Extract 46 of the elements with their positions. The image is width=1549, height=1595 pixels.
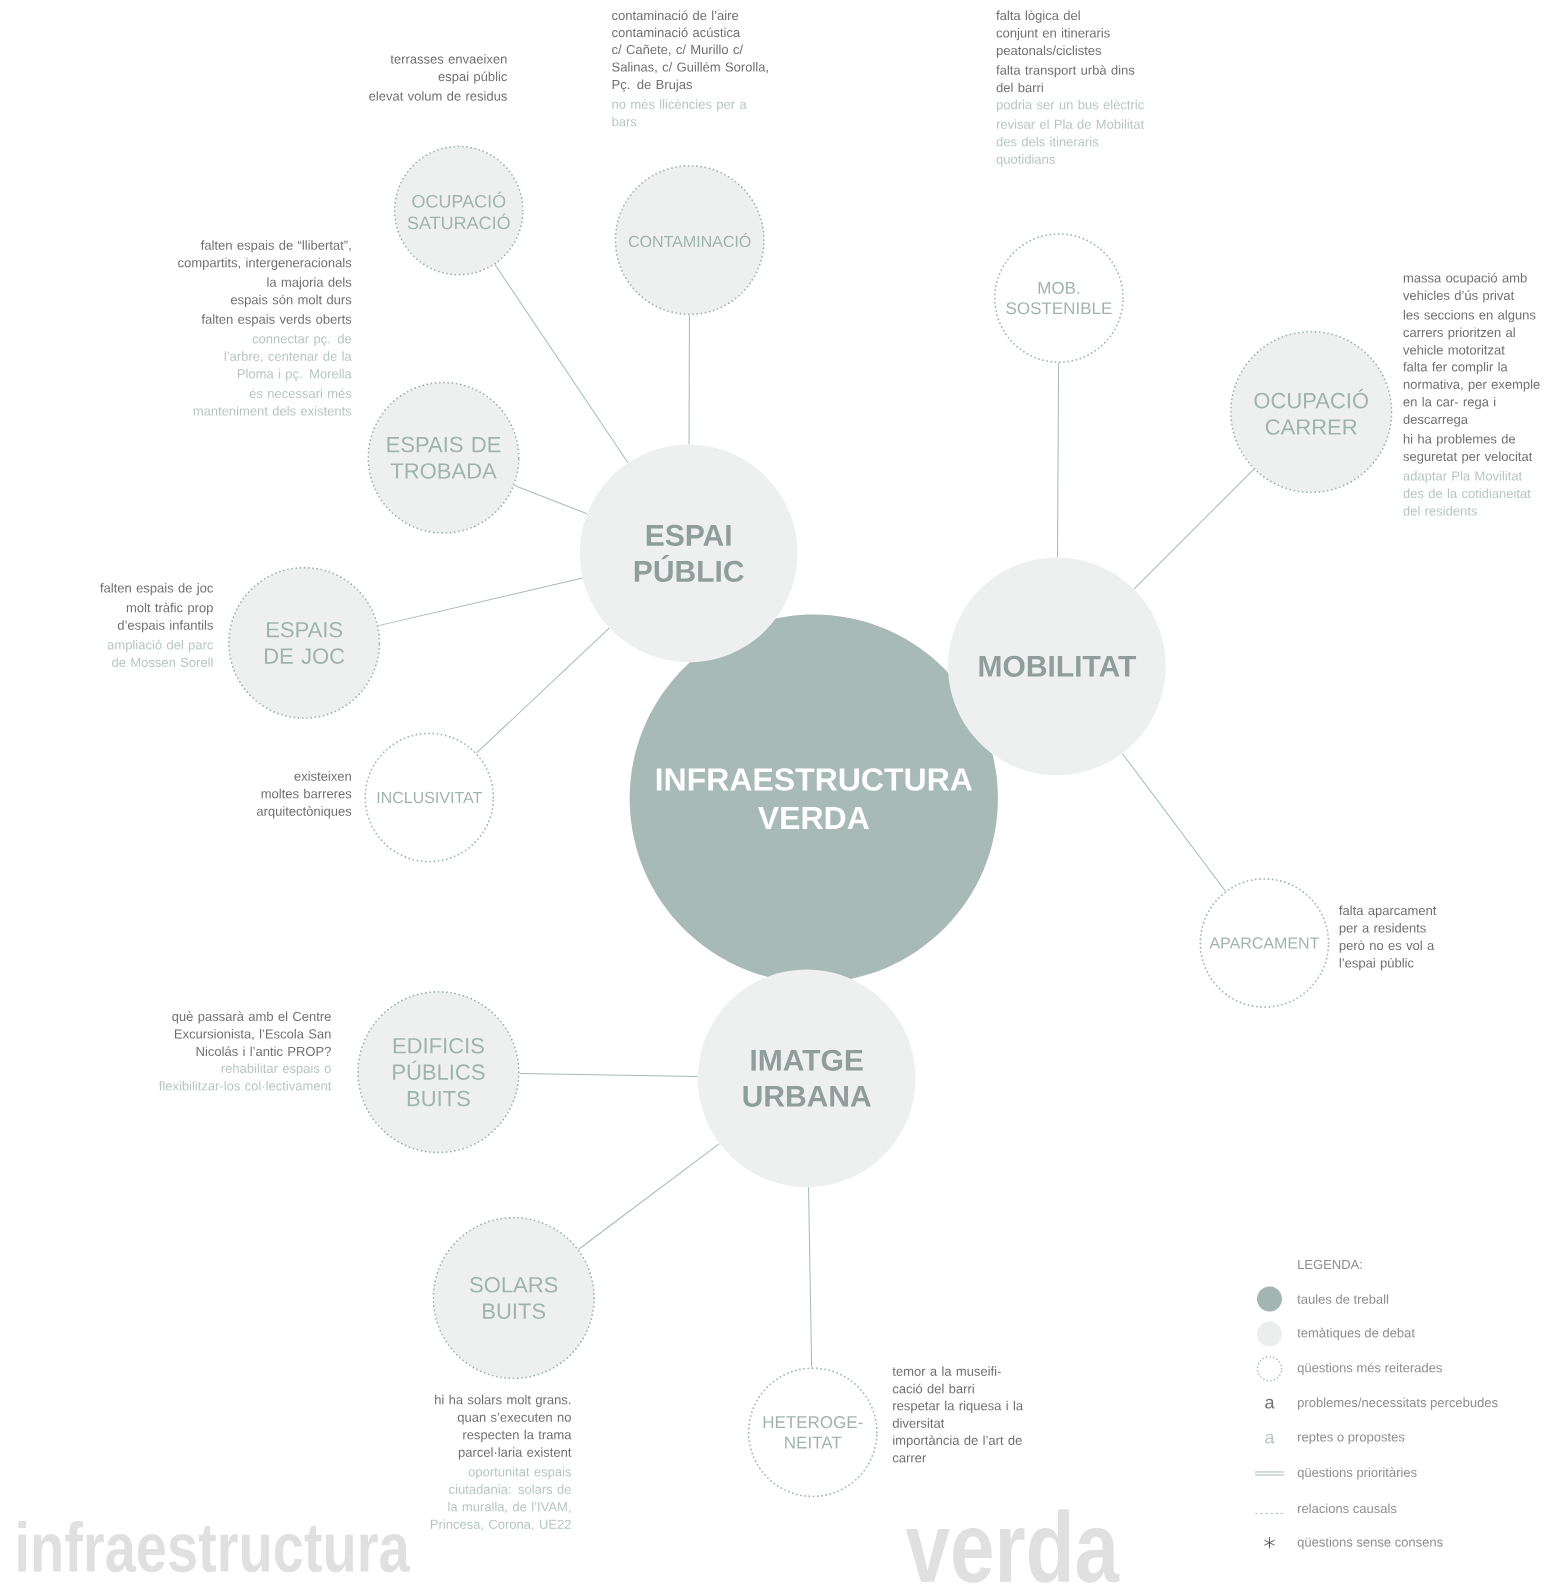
problem-note: contaminació de l’aire xyxy=(612,10,738,21)
proposal-note: podria ser un bus elèctric xyxy=(996,99,1144,112)
legend-text: taules de treball xyxy=(1297,1294,1388,1304)
legend-text: temàtiques de debat xyxy=(1297,1327,1415,1341)
legend-sample-letter: a xyxy=(1265,1398,1275,1409)
legend-title: LEGENDA: xyxy=(1298,1259,1362,1269)
problem-note: c/ Cañete, c/ Murillo c/ Salinas, c/ Guillém Sorolla, Pç. de Brujas xyxy=(612,44,768,92)
problem-note: terrasses envaeixen espai públic xyxy=(390,54,507,84)
proposal-note: oportunitat espais ciutadania: solars de la muralla, de l’IVAM, Princesa, Corona, UE22 xyxy=(430,1466,571,1531)
legend-text: qüestions més reiterades xyxy=(1297,1362,1442,1375)
problem-note: falta transport urbà dins del barri xyxy=(996,65,1135,93)
legend-text: problemes/necessitats percebudes xyxy=(1297,1397,1498,1410)
problem-note: hi ha problemes de seguretat per velocitat xyxy=(1403,433,1533,464)
legend-text: relacions causals xyxy=(1297,1503,1397,1514)
proposal-note: rehabilitar espais o flexibilitzar-los col·lectivament xyxy=(158,1063,332,1091)
connector-line xyxy=(1121,753,1226,892)
connector-line xyxy=(1133,468,1255,590)
connector-line xyxy=(513,484,588,515)
problem-note: la majoria dels espais són molt durs xyxy=(230,277,352,307)
connector-line xyxy=(578,1143,720,1250)
legend-text: qüestions prioritàries xyxy=(1297,1467,1417,1480)
problem-note: existeixen moltes barreres arquitectòniques xyxy=(256,771,352,819)
problem-note: hi ha solars molt grans. quan s’executen no respecten la trama parcel·laria existent xyxy=(434,1394,572,1460)
connector-line xyxy=(494,264,629,464)
proposal-note: és necessari més manteniment dels existents xyxy=(193,388,352,416)
connector-line xyxy=(377,577,583,627)
connector-line xyxy=(519,1073,698,1077)
problem-note: elevat volum de residus xyxy=(369,91,507,101)
proposal-note: ampliació del parc de Mossen Sorell xyxy=(107,639,213,667)
connector-line xyxy=(688,314,690,445)
connector-line xyxy=(807,1186,813,1368)
connector-line xyxy=(476,627,610,754)
problem-note: importància de l’art de carrer xyxy=(892,1435,1022,1463)
problem-note: falta aparcament per a residents però no es vol a l’espai públic xyxy=(1338,905,1437,971)
problem-note: falten espais de joc xyxy=(100,583,213,596)
connector-line xyxy=(1056,362,1059,558)
proposal-note: no més llicències per a bars xyxy=(612,99,747,127)
proposal-note: revisar el Pla de Mobilitat des dels itineraris quotidians xyxy=(996,119,1144,167)
legend-text: qüestions sense consens xyxy=(1297,1537,1443,1550)
problem-note: falten espais verds oberts xyxy=(201,314,352,327)
legend-sample-letter: a xyxy=(1265,1433,1275,1444)
problem-note: molt tràfic prop d’espais infantils xyxy=(117,602,213,633)
problem-note: què passarà amb el Centre Excursionista, l’Escola San Nicolás i l’antic PROP? xyxy=(172,1011,331,1057)
proposal-note: adaptar Pla Movilitat des de la cotidianeitat del residents xyxy=(1403,471,1531,516)
problem-note: contaminació acústica xyxy=(612,27,741,38)
legend-text: reptes o propostes xyxy=(1297,1433,1405,1445)
